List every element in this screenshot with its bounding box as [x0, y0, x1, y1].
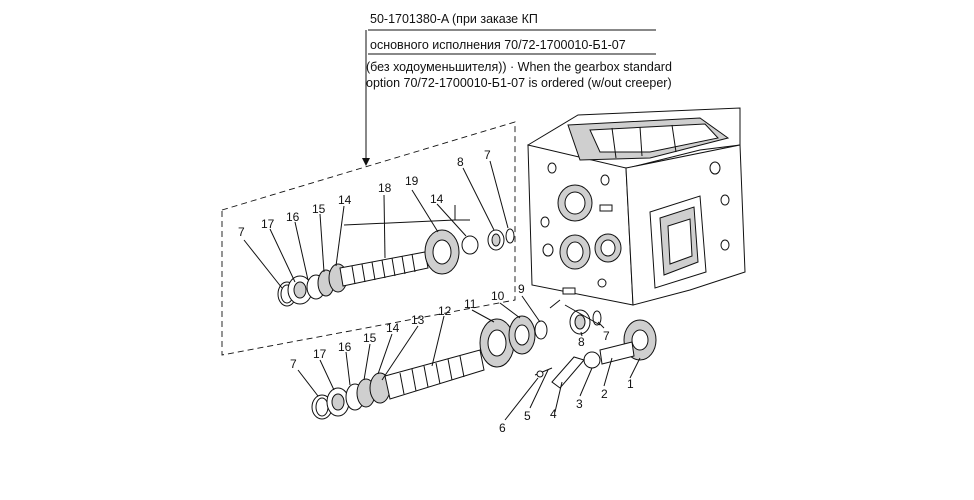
callout-19: 19 — [405, 174, 419, 188]
callout-14-upper-left: 14 — [338, 193, 352, 207]
callout-1: 1 — [627, 377, 634, 391]
callout-8-upper: 8 — [457, 155, 464, 169]
callout-8-mid: 8 — [578, 335, 585, 349]
upper-shaft-assembly — [277, 228, 515, 307]
callout-9: 9 — [518, 282, 525, 296]
callout-12: 12 — [438, 304, 452, 318]
header-line-1: 50-1701380-A (при заказе КП — [370, 12, 538, 26]
callout-15-upper: 15 — [312, 202, 326, 216]
callout-14-upper-right: 14 — [430, 192, 444, 206]
callout-3: 3 — [576, 397, 583, 411]
part-callouts: 7 17 16 15 14 18 19 14 8 7 7 17 16 15 14… — [238, 148, 641, 435]
callout-13: 13 — [411, 313, 425, 327]
callout-16-upper: 16 — [286, 210, 300, 224]
header-leader — [362, 29, 656, 166]
header-line-3: (без ходоуменьшителя)) · When the gearbo… — [366, 60, 672, 74]
callout-18: 18 — [378, 181, 392, 195]
callout-4: 4 — [550, 407, 557, 421]
callout-15-lower: 15 — [363, 331, 377, 345]
header-line-2: основного исполнения 70/72-1700010-Б1-07 — [370, 38, 626, 52]
callout-10: 10 — [491, 289, 505, 303]
callout-7-lower-left: 7 — [290, 357, 297, 371]
callout-11: 11 — [464, 297, 477, 311]
header-line-4: option 70/72-1700010-Б1-07 is ordered (w… — [366, 76, 672, 90]
callout-17-upper: 17 — [261, 217, 275, 231]
callout-7-upper-left: 7 — [238, 225, 245, 239]
callout-5: 5 — [524, 409, 531, 423]
lower-shaft-assembly — [311, 315, 548, 420]
upper-assembly-frame — [221, 121, 516, 356]
gearbox-housing — [527, 107, 746, 306]
callout-2: 2 — [601, 387, 608, 401]
callout-7-mid: 7 — [603, 329, 610, 343]
input-shaft-components — [534, 309, 657, 389]
callout-16-lower: 16 — [338, 340, 352, 354]
callout-14-lower: 14 — [386, 321, 400, 335]
callout-6: 6 — [499, 421, 506, 435]
callout-17-lower: 17 — [313, 347, 327, 361]
callout-7-upper-right: 7 — [484, 148, 491, 162]
